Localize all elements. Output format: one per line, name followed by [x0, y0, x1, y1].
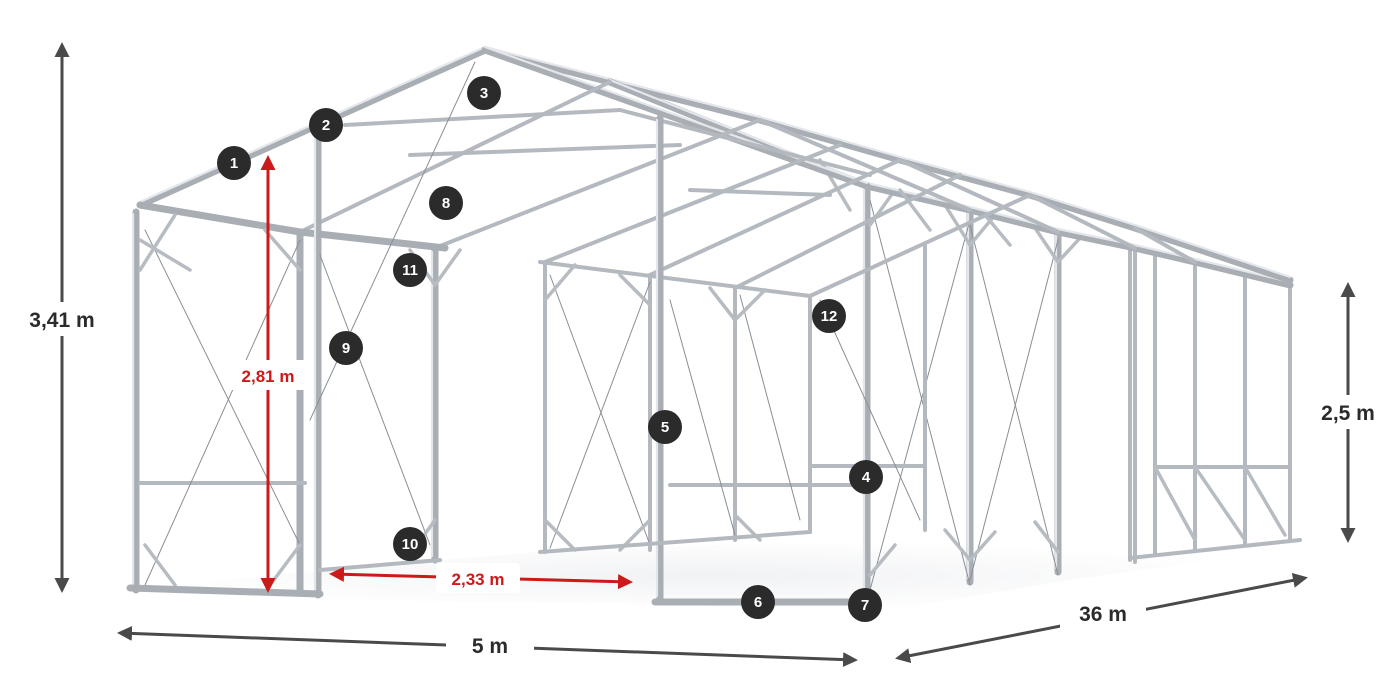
front-gable — [126, 61, 476, 599]
marker-3: 3 — [467, 76, 501, 110]
marker-8: 8 — [429, 186, 463, 220]
length-label: 36 m — [1079, 603, 1127, 626]
svg-text:3: 3 — [480, 85, 488, 102]
width-label: 5 m — [472, 635, 508, 658]
marker-12: 12 — [812, 299, 846, 333]
svg-text:2: 2 — [322, 117, 330, 134]
height-door-label: 2,81 m — [242, 367, 295, 386]
marker-9: 9 — [329, 331, 363, 365]
marker-4: 4 — [849, 460, 883, 494]
dimension-height-side: 2,5 m — [1306, 282, 1392, 543]
dimension-width: 5 m — [117, 625, 858, 668]
floor-shadow — [120, 540, 1300, 612]
right-eave — [863, 181, 1294, 289]
left-roof — [136, 45, 1032, 298]
dimension-length: 36 m — [895, 572, 1308, 664]
svg-text:5: 5 — [661, 419, 669, 436]
svg-text:6: 6 — [754, 594, 762, 611]
svg-text:12: 12 — [821, 308, 838, 325]
svg-text:11: 11 — [402, 262, 418, 279]
marker-2: 2 — [309, 108, 343, 142]
svg-text:1: 1 — [230, 155, 238, 172]
side-wall-posts — [862, 182, 1137, 602]
height-total-label: 3,41 m — [29, 309, 94, 332]
tent-frame — [126, 45, 1302, 606]
svg-text:9: 9 — [342, 340, 350, 357]
marker-11: 11 — [393, 253, 427, 287]
marker-1: 1 — [217, 146, 251, 180]
dimension-height-total: 3,41 m — [14, 42, 110, 593]
back-frame — [1128, 246, 1302, 562]
svg-text:8: 8 — [442, 195, 450, 212]
height-side-label: 2,5 m — [1321, 402, 1375, 425]
svg-text:10: 10 — [402, 536, 419, 553]
svg-text:4: 4 — [862, 469, 871, 486]
mid-section — [538, 114, 927, 606]
component-markers: 1 2 3 4 5 6 7 8 9 10 11 — [217, 76, 883, 622]
svg-text:7: 7 — [861, 597, 869, 614]
door-width-label: 2,33 m — [452, 570, 505, 589]
marker-7: 7 — [848, 588, 882, 622]
dimension-annotations: 3,41 m 2,5 m 2,81 m 2,33 m 5 m — [14, 42, 1392, 668]
marker-6: 6 — [741, 585, 775, 619]
marker-10: 10 — [393, 527, 427, 561]
marker-5: 5 — [648, 410, 682, 444]
dimension-height-door: 2,81 m — [226, 155, 310, 593]
dimension-door-width: 2,33 m — [329, 563, 633, 593]
